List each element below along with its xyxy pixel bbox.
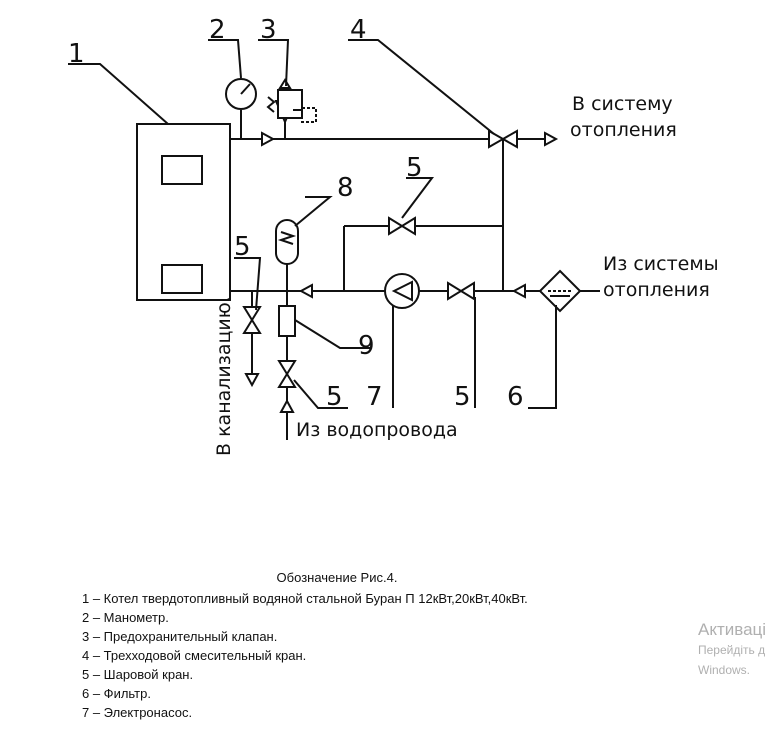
number-6: 6 (507, 382, 524, 412)
leader-1 (68, 63, 169, 125)
to-heating-label-1: В систему (572, 93, 673, 115)
watermark-line-2: Перейдіть д (698, 643, 766, 657)
meter (278, 305, 296, 337)
number-8: 8 (337, 173, 354, 203)
legend-item: 6 – Фильтр. (82, 686, 151, 701)
watermark-line-1: Активаці (698, 620, 767, 639)
number-4: 4 (350, 15, 367, 45)
number-7: 7 (366, 382, 383, 412)
number-5-bypass: 5 (406, 153, 423, 183)
boiler-window-bottom (161, 264, 203, 294)
number-9: 9 (358, 331, 375, 361)
drain-arrow (244, 373, 260, 388)
to-heating-label-2: отопления (570, 119, 677, 141)
number-1: 1 (68, 39, 85, 69)
from-water-supply-label: Из водопровода (296, 419, 458, 441)
supply-arrow (544, 131, 559, 147)
watermark-line-3: Windows. (698, 663, 751, 677)
three-way-valve (488, 129, 506, 149)
boiler-window-top (161, 155, 203, 185)
from-heating-label-2: отопления (603, 279, 710, 301)
number-5-return: 5 (454, 382, 471, 412)
number-5-drain: 5 (234, 232, 251, 262)
ball-valve-drain (242, 306, 262, 322)
legend-item: 5 – Шаровой кран. (82, 667, 194, 682)
to-sewer-label: В канализацию. (213, 296, 235, 456)
legend-item: 2 – Манометр. (82, 610, 169, 625)
from-heating-label-1: Из системы (603, 253, 719, 275)
boiler (136, 123, 231, 301)
legend-item: 1 – Котел твердотопливный водяной стальн… (82, 591, 528, 606)
ball-valve-return (447, 281, 463, 301)
legend-item: 3 – Предохранительный клапан. (82, 629, 278, 644)
legend-title: Обозначение Рис.4. (276, 570, 398, 585)
number-3: 3 (260, 15, 277, 45)
legend-item: 4 – Трехходовой смесительный кран. (82, 648, 307, 663)
number-5-inlet: 5 (326, 382, 343, 412)
ball-valve-bypass (388, 216, 404, 236)
activation-watermark: Активаці Перейдіть д Windows. (698, 620, 766, 680)
number-2: 2 (209, 15, 226, 45)
legend-item: 7 – Электронасос. (82, 705, 193, 720)
legend: Обозначение Рис.4. 1 – Котел твердотопли… (82, 568, 702, 722)
ball-valve-inlet (277, 360, 297, 376)
